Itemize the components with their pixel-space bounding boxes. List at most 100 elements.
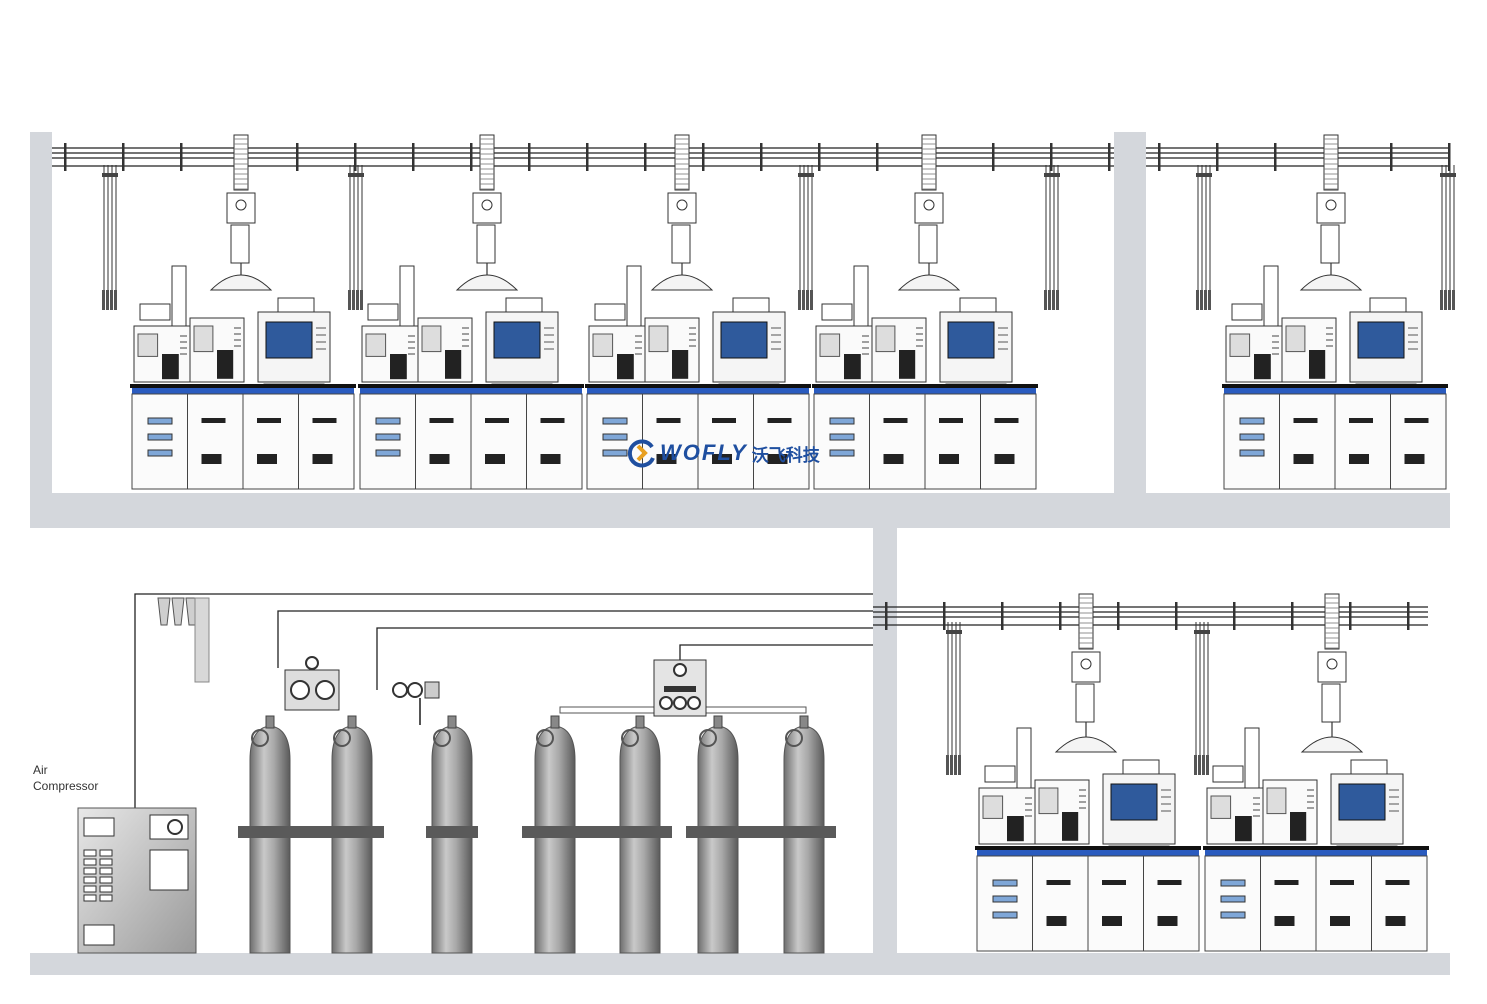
instrument-door (162, 354, 179, 380)
pipe-clamp (1390, 143, 1393, 171)
compressor-button (99, 858, 113, 866)
cylinder-hose (333, 729, 351, 747)
bench-top-edge (975, 846, 1201, 850)
cylinder-3 (431, 715, 473, 954)
walls (30, 132, 1450, 975)
bench-top-stripe (360, 388, 582, 394)
arm-lower (1075, 683, 1095, 723)
bench-top-stripe (1205, 850, 1427, 856)
drop-valve (806, 290, 809, 310)
workstation-lower-1 (975, 727, 1201, 952)
cabinet-handle (1349, 418, 1373, 423)
workstation-computer (485, 297, 559, 390)
cylinder-5 (619, 715, 661, 954)
compressor-motor (149, 849, 189, 891)
compressor-button (99, 867, 113, 875)
drop-clamp (946, 630, 962, 634)
cabinet-vent (312, 454, 333, 464)
drop-valve (106, 290, 109, 310)
pipe-clamp (1059, 602, 1062, 630)
air-filter-1 (157, 597, 171, 626)
air-compressor-label-line2: Compressor (33, 779, 99, 793)
logo-text-cn: 沃飞科技 (751, 445, 820, 466)
pipe-rack-upper-right (1146, 143, 1451, 171)
workstation-upper-4 (812, 265, 1038, 490)
monitor-screen (720, 321, 768, 359)
compressor-button (99, 885, 113, 893)
cabinet-handle (540, 418, 565, 423)
drop-clamp (1196, 173, 1212, 177)
drop-valve (802, 290, 805, 310)
bench-cabinet (1087, 855, 1144, 952)
gas-drop-upper-right-1 (1196, 165, 1212, 310)
instrument-panel (365, 333, 387, 357)
fume-arm-upper-1 (209, 134, 273, 291)
pipe-clamp (1117, 602, 1120, 630)
cabinet-vent (429, 454, 450, 464)
drawer-handle (375, 449, 401, 457)
cabinet-handle (429, 418, 454, 423)
regulator-filter (424, 681, 440, 699)
printer (959, 297, 997, 313)
instrument-door (1062, 812, 1079, 841)
drop-clamp (1044, 173, 1060, 177)
drawer-handle (147, 417, 173, 425)
workstation-computer (1330, 759, 1404, 852)
bench-cabinet (415, 393, 472, 490)
regulator-gauge-icon (315, 680, 335, 700)
pipe-clamp (354, 143, 357, 171)
monitor-screen (493, 321, 541, 359)
workstation-upper-right (1222, 265, 1448, 490)
fume-hood (1300, 736, 1364, 753)
cabinet-vent (1046, 916, 1067, 926)
workstation-computer (939, 297, 1013, 390)
arm-duct (674, 134, 690, 191)
compressor-gauge-icon (167, 819, 183, 835)
pipe-clamp (1050, 143, 1053, 171)
pipe-clamp (876, 143, 879, 171)
instrument-column (1244, 727, 1260, 789)
instrument-door (672, 350, 689, 379)
arm-duct (479, 134, 495, 191)
arm-lower (671, 224, 691, 264)
pipe-clamp (818, 143, 821, 171)
cabinet-vent (201, 454, 222, 464)
cabinet-handle (1385, 880, 1410, 885)
regulator-gauge-icon (407, 682, 423, 698)
bench-top-stripe (814, 388, 1036, 394)
autosampler (984, 765, 1016, 783)
drawer-handle (147, 433, 173, 441)
pipe-rack-upper-left (52, 143, 1114, 171)
instrument-panel (421, 325, 442, 353)
instrument-door (844, 354, 861, 380)
air-dryer-pipe (194, 597, 210, 683)
pipe-clamp (122, 143, 125, 171)
bench-cabinet (753, 393, 810, 490)
bench-top-stripe (1224, 388, 1446, 394)
workstation-upper-3 (585, 265, 811, 490)
fume-arm-upper-2 (455, 134, 519, 291)
drop-valve (810, 290, 813, 310)
pipe-clamp (992, 143, 995, 171)
compressor-grille (83, 924, 115, 946)
instrument-panel (1266, 787, 1287, 815)
gas-drop-upper-3 (798, 165, 814, 310)
drawer-handle (992, 895, 1018, 903)
air-compressor-label: Air Compressor (33, 762, 98, 794)
cylinder-body (331, 725, 373, 954)
bench-cabinet (813, 393, 870, 490)
fume-arm-lower-2 (1300, 593, 1364, 753)
workstation-upper-2 (358, 265, 584, 490)
fume-hood (897, 274, 961, 291)
bench-cabinet (1334, 393, 1391, 490)
monitor-screen (265, 321, 313, 359)
cabinet-vent (994, 454, 1015, 464)
pipe-clamp (412, 143, 415, 171)
arm-knuckle (481, 199, 493, 211)
arm-duct (233, 134, 249, 191)
compressor-button (99, 894, 113, 902)
instrument-panel (1038, 787, 1059, 815)
fume-arm-upper-4 (897, 134, 961, 291)
panel-gauge-icon (659, 696, 673, 710)
drawer-handle (602, 449, 628, 457)
